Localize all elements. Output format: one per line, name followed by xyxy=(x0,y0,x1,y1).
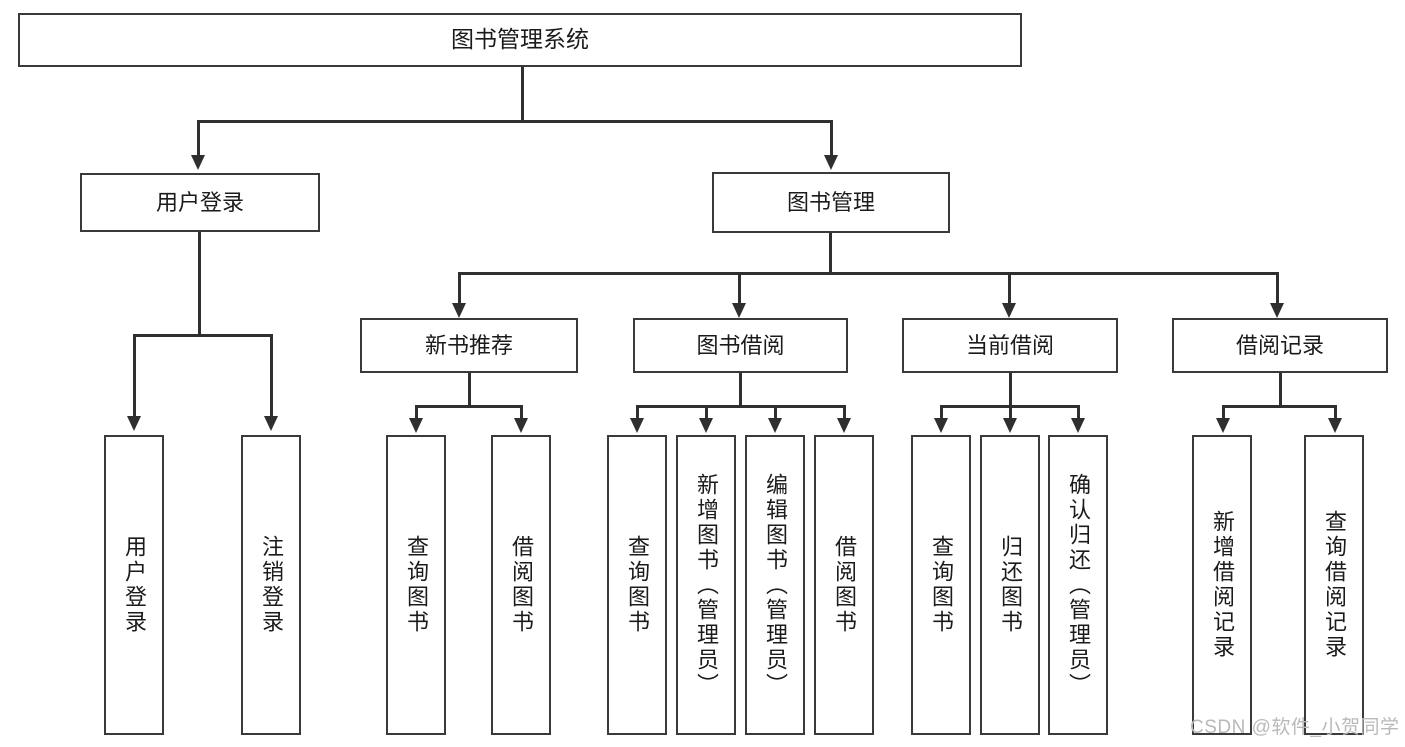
node-label: 图书管理系统 xyxy=(451,26,589,53)
node-new-book-recommend[interactable]: 新书推荐 xyxy=(360,318,578,373)
node-label: 查询图书 xyxy=(929,535,954,635)
arrow-to-leaf-borrow-book-2 xyxy=(837,418,851,433)
leaf-query-book-current[interactable]: 查询图书 xyxy=(911,435,971,735)
arrow-to-book-borrow xyxy=(732,303,746,318)
connector-book-borrow-split-bar xyxy=(636,405,844,408)
node-label: 查询图书 xyxy=(404,535,429,635)
connector-to-current-borrow xyxy=(1008,272,1011,305)
leaf-add-book-admin[interactable]: 新增图书（管理员） xyxy=(676,435,736,735)
node-label: 借阅记录 xyxy=(1235,332,1324,358)
connector-root-split-bar xyxy=(197,120,833,123)
connector-borrow-record-stem xyxy=(1279,373,1282,407)
leaf-borrow-book-recommend[interactable]: 借阅图书 xyxy=(491,435,551,735)
arrow-to-leaf-edit-book xyxy=(768,418,782,433)
node-label: 当前借阅 xyxy=(965,332,1054,358)
csdn-watermark: CSDN @软件_小贺同学 xyxy=(1190,717,1400,738)
arrow-to-user-login xyxy=(191,155,205,170)
connector-new-book-leaf1 xyxy=(415,405,418,420)
node-current-borrow[interactable]: 当前借阅 xyxy=(902,318,1118,373)
node-borrow-record[interactable]: 借阅记录 xyxy=(1172,318,1388,373)
connector-book-manage-stem xyxy=(829,233,832,274)
connector-user-login-leaf2 xyxy=(270,334,273,418)
connector-root-to-book-manage xyxy=(830,120,833,158)
arrow-to-leaf-confirm-return xyxy=(1071,418,1085,433)
leaf-borrow-book[interactable]: 借阅图书 xyxy=(814,435,874,735)
connector-book-borrow-stem xyxy=(739,373,742,407)
node-label: 新增借阅记录 xyxy=(1210,510,1235,660)
connector-user-login-split-bar xyxy=(133,334,273,337)
connector-borrow-record-leaf2 xyxy=(1334,405,1337,420)
arrow-to-new-book-recommend xyxy=(452,303,466,318)
leaf-logout[interactable]: 注销登录 xyxy=(241,435,301,735)
arrow-to-leaf-query-book-3 xyxy=(934,418,948,433)
connector-user-login-leaf1 xyxy=(133,334,136,418)
connector-root-to-user-login xyxy=(197,120,200,158)
connector-book-borrow-leaf2 xyxy=(705,405,708,420)
arrow-to-leaf-query-book-2 xyxy=(630,418,644,433)
arrow-to-current-borrow xyxy=(1002,303,1016,318)
connector-current-borrow-leaf2 xyxy=(1009,405,1012,420)
connector-book-borrow-leaf3 xyxy=(774,405,777,420)
node-label: 借阅图书 xyxy=(509,535,534,635)
connector-current-borrow-stem xyxy=(1009,373,1012,407)
node-label: 新书推荐 xyxy=(424,332,513,358)
arrow-to-leaf-query-book-1 xyxy=(409,418,423,433)
node-root-library-system[interactable]: 图书管理系统 xyxy=(18,13,1022,67)
arrow-to-leaf-logout xyxy=(264,416,278,431)
node-label: 确认归还（管理员） xyxy=(1066,472,1091,698)
connector-borrow-record-leaf1 xyxy=(1222,405,1225,420)
node-label: 新增图书（管理员） xyxy=(694,472,719,698)
leaf-return-book[interactable]: 归还图书 xyxy=(980,435,1040,735)
connector-book-borrow-leaf1 xyxy=(636,405,639,420)
node-book-borrow[interactable]: 图书借阅 xyxy=(633,318,848,373)
connector-to-borrow-record xyxy=(1276,272,1279,305)
leaf-add-borrow-record[interactable]: 新增借阅记录 xyxy=(1192,435,1252,735)
connector-user-login-stem xyxy=(198,232,201,336)
connector-new-book-leaf2 xyxy=(520,405,523,420)
node-label: 用户登录 xyxy=(122,535,147,635)
arrow-to-leaf-return-book xyxy=(1003,418,1017,433)
node-label: 用户登录 xyxy=(155,189,244,215)
connector-to-book-borrow xyxy=(738,272,741,305)
node-label: 查询借阅记录 xyxy=(1322,510,1347,660)
connector-book-manage-split-bar xyxy=(458,272,1279,275)
node-label: 注销登录 xyxy=(259,535,284,635)
node-label: 归还图书 xyxy=(998,535,1023,635)
node-label: 图书借阅 xyxy=(696,332,785,358)
leaf-confirm-return-admin[interactable]: 确认归还（管理员） xyxy=(1048,435,1108,735)
arrow-to-borrow-record xyxy=(1270,303,1284,318)
connector-new-book-split-bar xyxy=(415,405,523,408)
arrow-to-leaf-user-login xyxy=(127,416,141,431)
connector-current-borrow-leaf3 xyxy=(1077,405,1080,420)
arrow-to-book-manage xyxy=(824,155,838,170)
node-user-login[interactable]: 用户登录 xyxy=(80,173,320,232)
node-label: 编辑图书（管理员） xyxy=(763,472,788,698)
connector-new-book-stem xyxy=(468,373,471,407)
node-book-management[interactable]: 图书管理 xyxy=(712,172,950,233)
node-label: 查询图书 xyxy=(625,535,650,635)
leaf-user-login[interactable]: 用户登录 xyxy=(104,435,164,735)
arrow-to-leaf-query-record xyxy=(1328,418,1342,433)
arrow-to-leaf-borrow-book-1 xyxy=(514,418,528,433)
node-label: 图书管理 xyxy=(786,189,875,215)
connector-borrow-record-split-bar xyxy=(1222,405,1336,408)
connector-current-borrow-leaf1 xyxy=(940,405,943,420)
leaf-query-borrow-record[interactable]: 查询借阅记录 xyxy=(1304,435,1364,735)
connector-root-stem xyxy=(521,67,524,122)
leaf-edit-book-admin[interactable]: 编辑图书（管理员） xyxy=(745,435,805,735)
node-label: 借阅图书 xyxy=(832,535,857,635)
connector-book-borrow-leaf4 xyxy=(843,405,846,420)
arrow-to-leaf-add-book xyxy=(699,418,713,433)
leaf-query-book-borrow[interactable]: 查询图书 xyxy=(607,435,667,735)
leaf-query-book-recommend[interactable]: 查询图书 xyxy=(386,435,446,735)
arrow-to-leaf-add-record xyxy=(1216,418,1230,433)
connector-to-new-book xyxy=(458,272,461,305)
